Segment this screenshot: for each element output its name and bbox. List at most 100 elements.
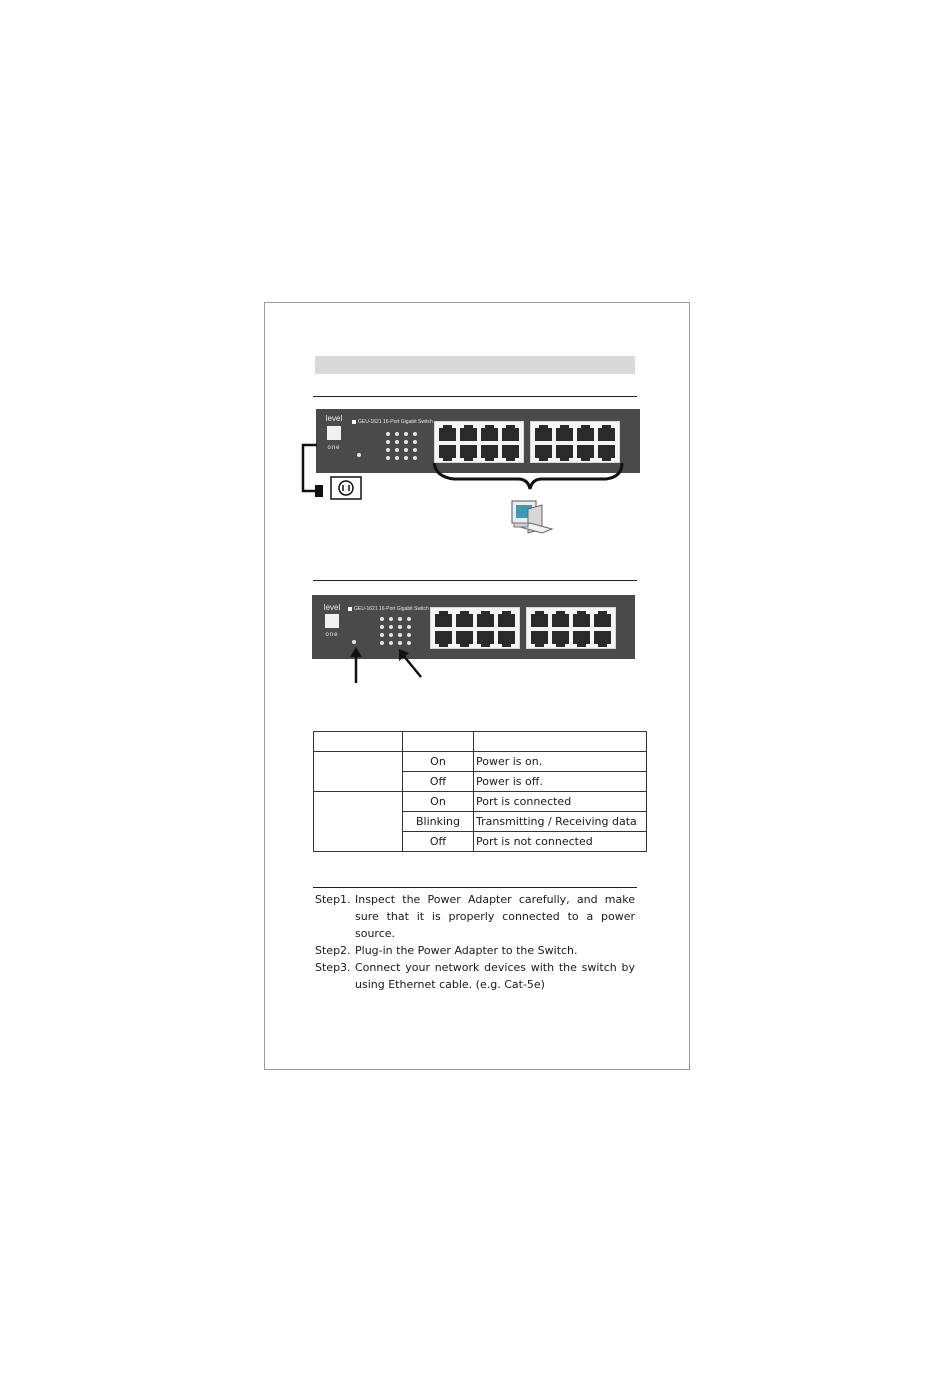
description-cell: Power is off. (473, 771, 647, 792)
port-led (380, 633, 384, 637)
port-led (404, 456, 408, 460)
section-rule-connection (313, 396, 637, 397)
port-led (413, 440, 417, 444)
ethernet-port-icon (498, 611, 515, 627)
list-item: Step3. Connect your network devices with… (315, 959, 635, 993)
port-led (386, 432, 390, 436)
port-led (407, 641, 411, 645)
port-brace (432, 462, 624, 490)
port-led (413, 432, 417, 436)
ethernet-port-icon (598, 425, 615, 441)
switch-front-panel-leds: level one GEU-1621 16-Port Gigabit Switc… (312, 595, 635, 659)
port-led (398, 633, 402, 637)
port-led (389, 617, 393, 621)
port-led (389, 625, 393, 629)
ethernet-port-icon (502, 425, 519, 441)
port-block (434, 421, 524, 463)
ethernet-port-icon (481, 445, 498, 461)
power-outlet-icon (330, 476, 362, 500)
port-block (526, 607, 616, 649)
section-rule-front-panel (313, 580, 637, 581)
port-led (407, 633, 411, 637)
led-pointer-arrows (350, 647, 422, 683)
brand-logo-icon (327, 426, 341, 440)
ethernet-port-icon (435, 611, 452, 627)
port-block (530, 421, 620, 463)
status-cell: On (402, 751, 474, 772)
ethernet-port-icon (531, 631, 548, 647)
ethernet-port-icon (573, 631, 590, 647)
power-led (357, 453, 361, 457)
brand-logo-top: level (325, 414, 343, 423)
port-led (380, 617, 384, 621)
ethernet-port-icon (556, 425, 573, 441)
ethernet-port-icon (598, 445, 615, 461)
port-led (404, 440, 408, 444)
port-led (413, 456, 417, 460)
ethernet-port-icon (477, 631, 494, 647)
manual-page: level one GEU-1621 16-Port Gigabit Switc… (264, 302, 690, 1070)
table-row: Off Power is off. (314, 771, 647, 792)
ethernet-port-icon (594, 631, 611, 647)
brand-logo-icon (325, 614, 339, 628)
status-cell: Blinking (402, 811, 474, 832)
ethernet-port-icon (577, 425, 594, 441)
step-text: Plug-in the Power Adapter to the Switch. (355, 944, 578, 957)
computer-icon (511, 500, 554, 534)
ethernet-port-icon (456, 611, 473, 627)
port-led (386, 448, 390, 452)
list-item: Step1. Inspect the Power Adapter careful… (315, 891, 635, 942)
ethernet-port-icon (552, 611, 569, 627)
status-cell: On (402, 791, 474, 812)
led-name-power (313, 751, 403, 792)
table-header-row (313, 731, 647, 752)
port-led (395, 432, 399, 436)
description-cell: Port is not connected (473, 831, 647, 852)
port-led (407, 617, 411, 621)
brand-logo-top: level (323, 603, 341, 612)
ethernet-port-icon (456, 631, 473, 647)
port-led (386, 440, 390, 444)
port-led (407, 625, 411, 629)
port-led (389, 641, 393, 645)
ethernet-port-icon (594, 611, 611, 627)
brand-logo-bottom: one (327, 445, 341, 451)
ethernet-port-icon (439, 445, 456, 461)
ethernet-port-icon (556, 445, 573, 461)
description-cell: Transmitting / Receiving data (473, 811, 647, 832)
ethernet-port-icon (460, 425, 477, 441)
ethernet-port-icon (531, 611, 548, 627)
step-number: Step3. (315, 961, 351, 974)
ethernet-port-icon (435, 631, 452, 647)
power-led (352, 640, 356, 644)
description-cell: Port is connected (473, 791, 647, 812)
power-cable-diagram (301, 443, 362, 500)
led-name-port (313, 791, 403, 852)
step-text: Connect your network devices with the sw… (355, 961, 635, 991)
port-led (380, 641, 384, 645)
ethernet-port-icon (460, 445, 477, 461)
ethernet-port-icon (535, 445, 552, 461)
port-led (398, 625, 402, 629)
network-devices-diagram (432, 462, 624, 534)
status-cell: Off (402, 831, 474, 852)
ethernet-port-icon (535, 425, 552, 441)
ethernet-port-icon (502, 445, 519, 461)
table-row: On Power is on. (313, 751, 647, 792)
port-led (398, 641, 402, 645)
switch-front-panel-connection: level one GEU-1621 16-Port Gigabit Switc… (316, 409, 640, 473)
ethernet-port-icon (498, 631, 515, 647)
table-row: On Port is connected (313, 791, 647, 852)
step-number: Step1. (315, 893, 351, 906)
ethernet-port-icon (573, 611, 590, 627)
ethernet-port-icon (577, 445, 594, 461)
table-row: Off Port is not connected (314, 831, 647, 852)
port-led (413, 448, 417, 452)
description-cell: Power is on. (473, 751, 647, 772)
port-led (404, 432, 408, 436)
port-block (430, 607, 520, 649)
port-led (404, 448, 408, 452)
installation-steps: Step1. Inspect the Power Adapter careful… (315, 891, 635, 993)
port-led (395, 440, 399, 444)
port-led (386, 456, 390, 460)
